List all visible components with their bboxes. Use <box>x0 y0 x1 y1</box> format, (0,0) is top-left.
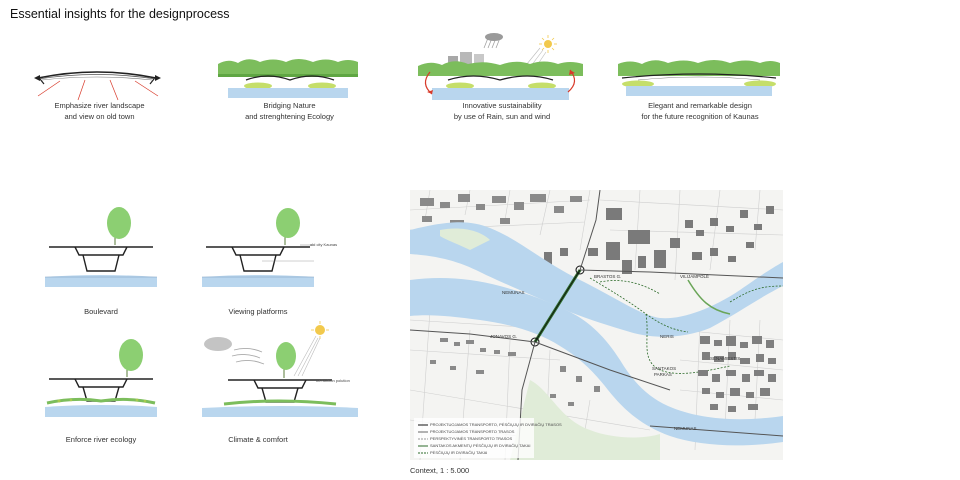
legend-item-4: SANTAKOS AKMENTŲ PĖSČIŲJŲ IR DVIRAČIŲ TA… <box>430 443 530 448</box>
map-label-santakos: SANTAKOS <box>652 366 676 371</box>
insight-caption-3-line1: Innovative sustainability <box>462 101 542 110</box>
section-label-viewing: Viewing platforms <box>228 307 288 316</box>
insight-caption-2: Bridging Nature and strenghtening Ecolog… <box>222 100 357 122</box>
map-label-street-s: JONAVOS G. <box>490 334 517 339</box>
elegant-design-diagram <box>618 60 780 96</box>
insight-caption-4-line2: for the future recognition of Kaunas <box>641 112 759 121</box>
sustainability-diagram <box>418 33 583 100</box>
map-label-viliampole: VILIJAMPOLĖ <box>680 273 709 279</box>
climate-comfort-section: no horizon polution <box>202 321 358 417</box>
bridge-view-diagram <box>34 71 161 101</box>
map-label-neris: NERIS <box>660 334 674 339</box>
insight-caption-4: Elegant and remarkable design for the fu… <box>630 100 770 122</box>
insight-caption-1-line2: and view on old town <box>64 112 135 121</box>
insight-caption-3-line2: by use of Rain, sun and wind <box>453 112 551 121</box>
legend-item-2: PROJEKTUOJAMOS TRANSPORTO TRASOS <box>430 429 515 434</box>
legend-item-3: PERSPEKTYVINĖS TRANSPORTO TRASOS <box>430 436 513 441</box>
boulevard-section <box>45 207 157 287</box>
context-map-svg: NEMUNAS NERIS NEMUNAS VILIJAMPOLĖ SENAMI… <box>410 190 783 460</box>
insight-caption-3: Innovative sustainability by use of Rain… <box>432 100 572 122</box>
section-label-climate: Climate & comfort <box>228 435 288 444</box>
legend-item-5: PĖSČIŲJŲ IR DVIRAČIŲ TAKAI <box>430 450 487 455</box>
page-title: Essential insights for the designprocess <box>10 7 230 21</box>
map-label-nemunas-top: NEMUNAS <box>502 290 525 295</box>
river-ecology-section <box>45 339 157 417</box>
map-label-nemunas-bottom: NEMUNAS <box>674 426 697 431</box>
bridging-nature-diagram <box>218 59 358 98</box>
map-label-senamiestis: SENAMIESTIS <box>710 356 740 361</box>
map-caption: Context, 1 : 5.000 <box>410 466 470 475</box>
context-map: NEMUNAS NERIS NEMUNAS VILIJAMPOLĖ SENAMI… <box>410 190 783 460</box>
section-label-boulevard: Boulevard <box>84 307 118 316</box>
map-label-street-n: BRASTOS G. <box>594 274 621 279</box>
annotation-horizon: no horizon polution <box>316 378 350 383</box>
insight-caption-2-line2: and strenghtening Ecology <box>245 112 334 121</box>
insight-caption-1: Emphasize river landscape and view on ol… <box>32 100 167 122</box>
insight-caption-1-line1: Emphasize river landscape <box>54 101 145 110</box>
annotation-old-city: old city Kaunas <box>310 242 337 247</box>
insight-caption-4-line1: Elegant and remarkable design <box>648 101 752 110</box>
section-label-ecology: Enforce river ecology <box>65 435 137 444</box>
map-legend: PROJEKTUOJAMOS TRANSPORTO, PĖSČIŲJŲ IR D… <box>414 418 562 458</box>
legend-item-1: PROJEKTUOJAMOS TRANSPORTO, PĖSČIŲJŲ IR D… <box>430 422 562 427</box>
insight-caption-2-line1: Bridging Nature <box>263 101 316 110</box>
viewing-platforms-section: old city Kaunas <box>202 208 337 287</box>
map-label-parkas: PARKAS <box>654 372 672 377</box>
